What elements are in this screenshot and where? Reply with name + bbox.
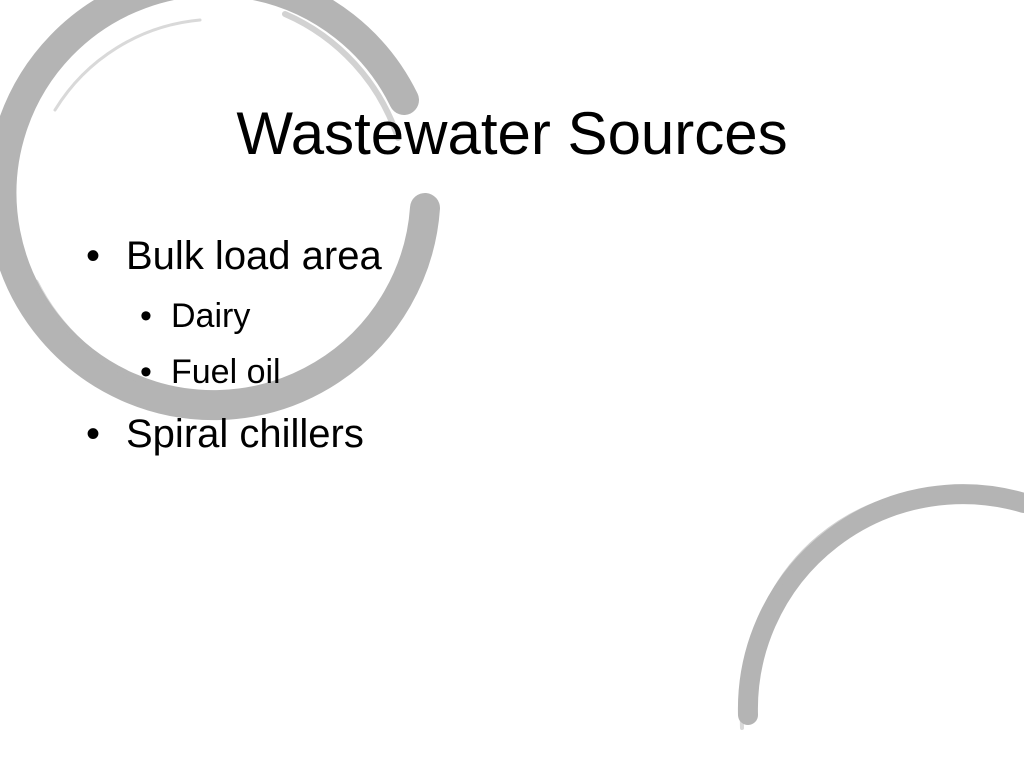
sub-bullet-list: • Dairy • Fuel oil (126, 288, 382, 400)
bullet-item: • Spiral chillers (86, 406, 382, 462)
sub-bullet-item: • Fuel oil (127, 344, 382, 400)
sub-bullet-dot-icon: • (140, 297, 152, 335)
bullet-dot-icon: • (86, 412, 101, 456)
brush-ring-bottom-right (737, 484, 1024, 730)
sub-bullet-item: • Dairy (127, 288, 382, 344)
bullet-text: Bulk load area (126, 234, 382, 278)
bullet-list: • Bulk load area • Dairy • Fuel oil • Spiral ch… (86, 228, 382, 462)
bullet-text: Spiral chillers (126, 412, 364, 456)
sub-bullet-text: Fuel oil (171, 353, 281, 391)
brush-ring-top-left (0, 0, 440, 421)
sub-bullet-dot-icon: • (140, 353, 152, 391)
sub-bullet-text: Dairy (171, 297, 251, 335)
bullet-dot-icon: • (86, 234, 101, 278)
slide-title: Wastewater Sources (236, 100, 788, 167)
bullet-item: • Bulk load area • Dairy • Fuel oil (86, 228, 382, 400)
